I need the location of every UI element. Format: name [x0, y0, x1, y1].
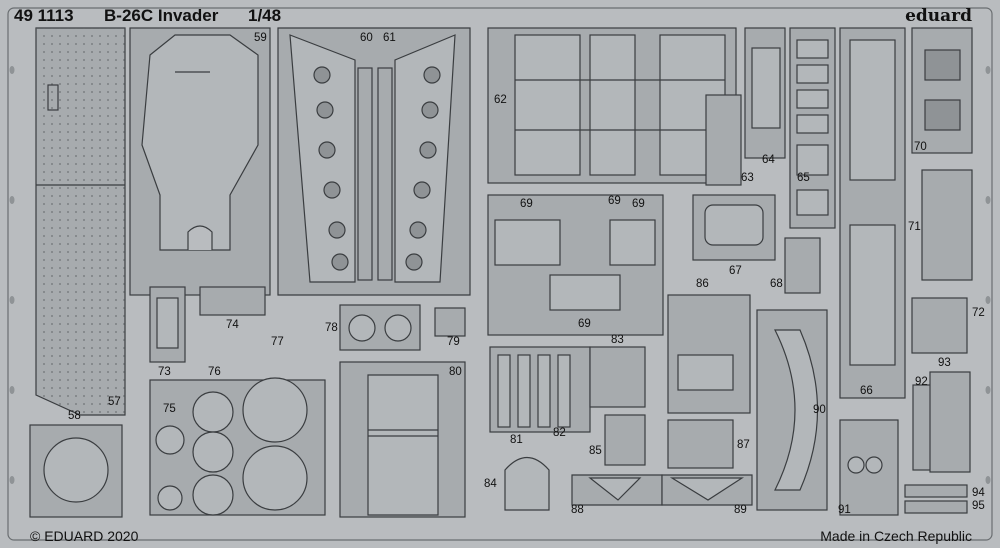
part-number-label: 95 [972, 500, 985, 512]
part-number-label: 93 [938, 357, 951, 369]
part-62 [487, 27, 737, 184]
part-57 [35, 27, 126, 416]
part-number-label: 57 [108, 396, 121, 408]
part-91 [839, 419, 899, 516]
part-63 [705, 94, 742, 186]
part-number-label: 88 [571, 504, 584, 516]
part-67 [692, 194, 776, 261]
part-79 [434, 307, 466, 337]
part-69 [487, 194, 664, 336]
part-60-61 [277, 27, 471, 296]
part-65 [789, 27, 836, 229]
part-81-82 [489, 346, 591, 433]
part-72 [911, 297, 968, 354]
part-94-95 [904, 484, 968, 514]
part-87 [667, 419, 734, 469]
part-number-label: 89 [734, 504, 747, 516]
part-66 [839, 27, 906, 399]
sprue-markers [9, 66, 991, 484]
part-78 [339, 304, 421, 351]
part-number-label: 71 [908, 221, 921, 233]
part-number-label: 72 [972, 307, 985, 319]
part-90 [756, 309, 828, 511]
part-number-label: 80 [449, 366, 462, 378]
part-88 [571, 474, 663, 506]
part-number-label: 73 [158, 366, 171, 378]
part-number-label: 76 [208, 366, 221, 378]
part-number-label: 81 [510, 434, 523, 446]
part-number-label: 64 [762, 154, 775, 166]
part-number-label: 87 [737, 439, 750, 451]
part-70 [911, 27, 973, 154]
part-number-label: 69 [608, 195, 621, 207]
part-68 [784, 237, 821, 294]
part-71 [921, 169, 973, 281]
part-number-label: 62 [494, 94, 507, 106]
part-64 [744, 27, 786, 159]
product-code: 49 1113 [14, 6, 74, 25]
part-number-label: 70 [914, 141, 927, 153]
part-number-label: 83 [611, 334, 624, 346]
part-number-label: 66 [860, 385, 873, 397]
part-number-label: 59 [254, 32, 267, 44]
part-80 [339, 361, 466, 518]
part-73 [149, 286, 186, 363]
part-number-label: 60 [360, 32, 373, 44]
part-number-label: 69 [632, 198, 645, 210]
origin-label: Made in Czech Republic [820, 528, 972, 544]
part-number-label: 65 [797, 172, 810, 184]
part-number-label: 63 [741, 172, 754, 184]
part-59 [129, 27, 271, 296]
part-75-76-77 [149, 377, 326, 516]
part-93 [929, 371, 971, 473]
part-number-label: 77 [271, 336, 284, 348]
part-number-label: 75 [163, 403, 176, 415]
part-number-label: 82 [553, 427, 566, 439]
part-number-label: 67 [729, 265, 742, 277]
part-number-label: 58 [68, 410, 81, 422]
part-number-label: 91 [838, 504, 851, 516]
part-86 [667, 294, 751, 414]
brand-logo: eduard [905, 6, 972, 26]
part-85 [604, 414, 646, 466]
part-number-label: 74 [226, 319, 239, 331]
part-number-label: 94 [972, 487, 985, 499]
part-number-label: 92 [915, 376, 928, 388]
part-number-label: 90 [813, 404, 826, 416]
part-58 [29, 424, 123, 518]
copyright: © EDUARD 2020 [30, 528, 139, 544]
part-number-label: 69 [578, 318, 591, 330]
scale-label: 1/48 [248, 6, 282, 25]
part-number-label: 68 [770, 278, 783, 290]
part-89 [661, 474, 753, 506]
part-83 [589, 346, 646, 408]
part-number-label: 69 [520, 198, 533, 210]
part-number-label: 85 [589, 445, 602, 457]
part-number-label: 79 [447, 336, 460, 348]
part-number-label: 84 [484, 478, 497, 490]
part-74 [199, 286, 266, 316]
part-84 [504, 456, 550, 511]
part-number-label: 78 [325, 322, 338, 334]
part-number-label: 86 [696, 278, 709, 290]
sheet-title: B-26C Invader [104, 6, 219, 25]
part-number-label: 61 [383, 32, 396, 44]
